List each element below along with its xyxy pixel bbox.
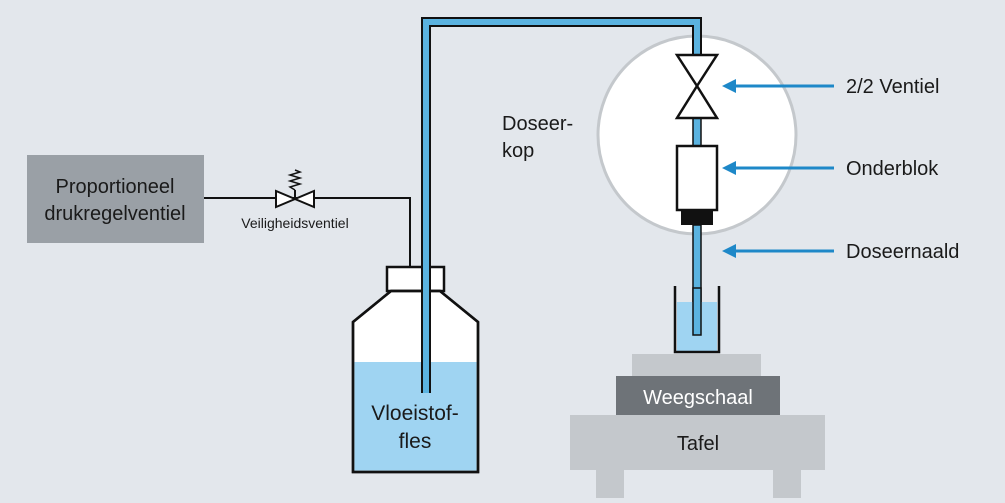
scale-platform — [632, 354, 761, 376]
lower-block — [675, 144, 719, 212]
lower-block-label: Onderblok — [846, 158, 939, 180]
beaker — [673, 286, 721, 354]
safety-valve-icon — [275, 169, 315, 209]
needle-label: Doseernaald — [846, 241, 959, 263]
bottle-liquid — [354, 362, 477, 471]
valve-symbol-icon — [674, 53, 720, 120]
scale-box — [616, 376, 780, 415]
table-leg-left — [596, 470, 624, 498]
bottle-label-line2: fles — [399, 430, 432, 453]
arrow-left-icon — [722, 161, 834, 175]
valve-label: 2/2 Ventiel — [846, 76, 939, 98]
bottle-cap — [385, 265, 446, 293]
liquid-bottle — [351, 265, 480, 474]
spring-icon — [287, 169, 303, 191]
liquid-tube — [423, 19, 700, 393]
safety-valve-label: Veiligheidsventiel — [241, 215, 348, 231]
regulator-label-line2: drukregelventiel — [44, 203, 185, 225]
table-label: Tafel — [677, 433, 719, 455]
dosing-head-label-line1: Doseer- — [502, 113, 573, 135]
scale-label: Weegschaal — [643, 387, 753, 409]
lower-block-base — [681, 210, 713, 225]
table-top — [570, 415, 825, 470]
table-leg-right — [773, 470, 801, 498]
air-line — [204, 197, 411, 290]
pressure-regulator-box — [27, 155, 204, 243]
needle-in-beaker — [692, 287, 702, 336]
dosing-head-label-line2: kop — [502, 140, 534, 162]
arrow-left-icon — [722, 79, 834, 93]
bottle-label-line1: Vloeistof- — [371, 402, 459, 425]
arrow-left-icon — [722, 244, 834, 258]
regulator-label-line1: Proportioneel — [56, 176, 175, 198]
